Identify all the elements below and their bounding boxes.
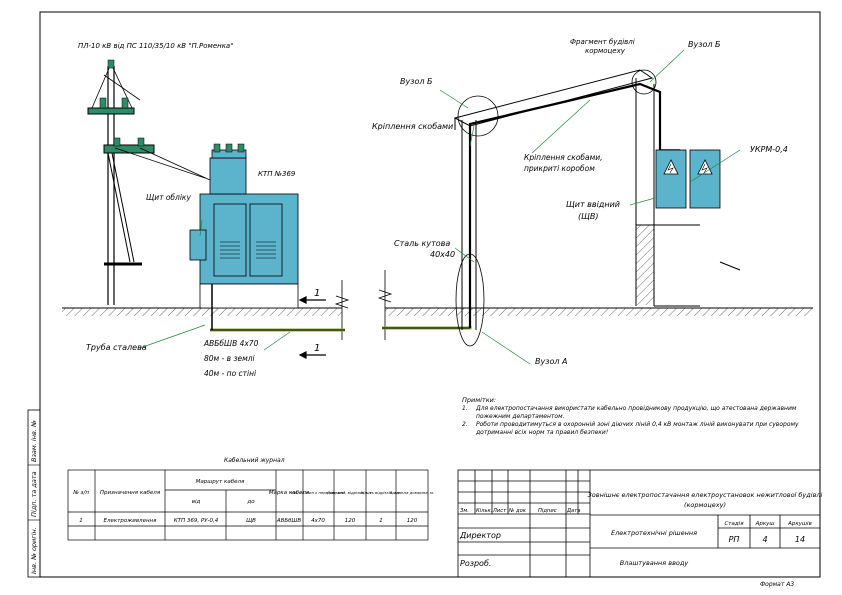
col-header-date: Дата (566, 508, 580, 514)
node-a-label: Вузол А (535, 357, 568, 366)
note-number: 2. (462, 421, 468, 428)
cable-label-3: 40м - по стіні (204, 369, 257, 378)
stage-label: Стадія (724, 521, 744, 527)
td-pieces: 1 (379, 518, 383, 524)
input-panel-label-1: Щит ввідний (566, 200, 620, 209)
leader-lines (139, 49, 741, 365)
note-item: 1. Для електропостачання використати каб… (462, 405, 812, 421)
table-row: 1 Електроживлення КТП 369, РУ-0,4 ЩВ АВБ… (79, 518, 417, 524)
wall-hatch (636, 225, 654, 305)
col-header-kilk: Кільк. (476, 508, 492, 514)
sheets-label: Аркушів (787, 521, 812, 527)
cable-journal-title: Кабельний журнал (224, 457, 285, 464)
line-title-label: ПЛ-10 кВ від ПС 110/35/10 кВ "П.Роменка" (78, 42, 233, 50)
notes-block: Примітки: 1. Для електропостачання викор… (462, 396, 812, 437)
th-length: Довжина, відрізка, шт. (326, 490, 373, 495)
col-header-doc: № док (508, 508, 527, 514)
fragment-label-1: Фрагмент будівлі (570, 38, 635, 46)
col-header-zm: Зм. (460, 508, 469, 514)
role-developer: Розроб. (460, 559, 491, 568)
cable-journal-table (67, 469, 429, 541)
title-block (457, 469, 821, 578)
section-mark-top: 1 (314, 288, 320, 299)
cable-journal-headers: № з/п Призначення кабеля Маршрут кабеля … (72, 479, 434, 505)
section-mark-bottom: 1 (314, 343, 320, 354)
ktp-substation (189, 149, 299, 309)
wall-cable (468, 82, 662, 328)
node-b-circle-right (631, 69, 657, 95)
td-cores: 4х70 (311, 518, 325, 524)
th-to: до (246, 499, 255, 505)
project-title-line1: Зовнішнє електропостачання електроустано… (588, 491, 823, 499)
note-item: 2. Роботи проводитимуться в охоронній зо… (462, 421, 812, 437)
bushing-icon (213, 143, 245, 153)
note-number: 1. (462, 405, 468, 412)
side-stamp-inv-orig: Інв. № оригін. (30, 527, 38, 574)
section-arrow-bottom (298, 351, 326, 359)
sheet-label: Аркуш (755, 521, 775, 527)
sheet-value: 4 (762, 535, 767, 544)
input-panel (655, 149, 687, 209)
ground-left (62, 307, 342, 316)
cable-label-1: АВБбШВ 4х70 (203, 339, 259, 348)
col-header-lyst: Лист (492, 508, 507, 514)
section-arrow-top (298, 296, 326, 304)
format-label: Формат А3 (760, 581, 794, 588)
notes-title: Примітки: (462, 396, 497, 404)
stage-value: РП (729, 535, 740, 544)
insulator-icon (99, 59, 145, 147)
td-length: 120 (345, 518, 356, 524)
sheet-name: Влаштування вводу (620, 559, 689, 567)
ukrm-label: УКРМ-0,4 (750, 145, 788, 154)
fragment-label-2: кормоцеху (585, 47, 626, 55)
th-num: № з/п (72, 490, 89, 496)
angle-steel-label-1: Сталь кутова (394, 239, 450, 248)
note-text: Для електропостачання використати кабель… (476, 405, 797, 420)
td-num: 1 (79, 518, 83, 524)
node-b-circle-left (457, 95, 499, 137)
bracket-box-label-2: прикриті коробом (524, 164, 595, 173)
td-purpose: Електроживлення (104, 518, 158, 524)
td-to: ЩВ (246, 518, 256, 524)
th-pieces: Кіл.-ть відрізків, шт. (361, 490, 402, 495)
role-director: Директор (459, 531, 501, 540)
td-brand: АВБбШВ (276, 518, 302, 524)
power-pole (87, 65, 211, 305)
side-stamp-frame (27, 409, 41, 578)
col-header-sign: Підпис (538, 508, 557, 514)
node-a-ellipse (455, 253, 485, 347)
steel-pipe-label: Труба сталева (86, 343, 147, 352)
th-cores: Кіл.-ть жил х перетин, мм² (291, 490, 345, 495)
sheets-value: 14 (795, 535, 805, 544)
th-total: Загальна довжина, м. (390, 490, 434, 495)
project-title-line2: (кормоцеху) (684, 501, 726, 509)
meter-panel-label: Щит обліку (146, 193, 191, 202)
section-title: Електротехнічні рішення (611, 529, 697, 537)
node-b-label-right: Вузол Б (688, 40, 721, 49)
th-purpose: Призначення кабеля (100, 490, 161, 496)
sheet-frame (39, 11, 821, 578)
side-stamp-inv-dupl: Взам. інв. № (30, 420, 38, 462)
bracket-fix-label: Кріплення скобами (372, 122, 453, 131)
td-total: 120 (407, 518, 418, 524)
angle-steel-post (461, 120, 477, 330)
th-route: Маршрут кабеля (196, 479, 245, 485)
node-b-label-left: Вузол Б (400, 77, 433, 86)
ktp-label: КТП №369 (258, 170, 296, 178)
input-panel-label-2: (ЩВ) (578, 212, 598, 221)
bracket-box-label-1: Кріплення скобами, (524, 153, 603, 162)
th-from: від (192, 499, 201, 505)
ground-right (385, 307, 813, 316)
td-from: КТП 369, РУ-0,4 (174, 518, 219, 524)
note-text: Роботи проводитимуться в охоронній зоні … (476, 421, 799, 436)
th-brand: Марка кабеля (269, 490, 310, 496)
angle-steel-label-2: 40х40 (430, 250, 455, 259)
cable-label-2: 80м - в землі (204, 354, 256, 363)
side-stamp-sign-date: Підп. та дата (30, 471, 38, 517)
